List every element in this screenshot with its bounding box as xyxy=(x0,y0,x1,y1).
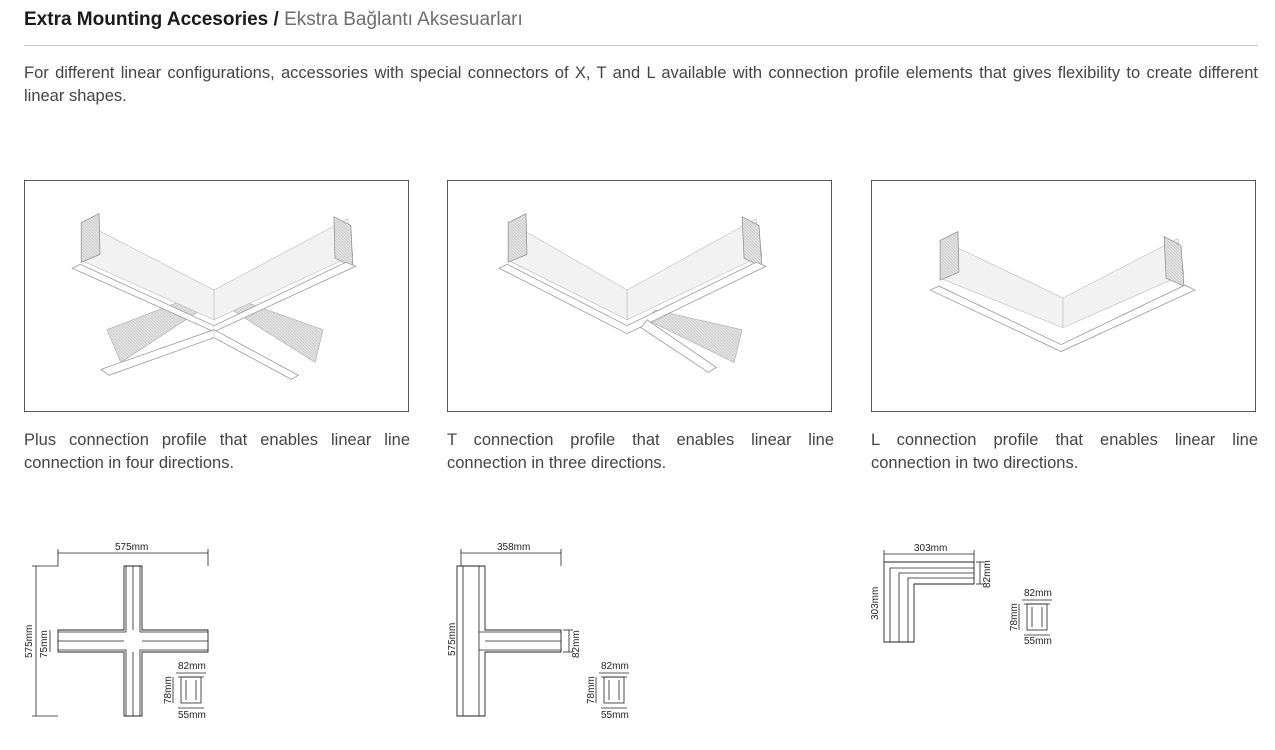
t-section-height-label: 78mm xyxy=(586,676,597,704)
t-section-top-label: 82mm xyxy=(601,661,629,672)
l-connector-image xyxy=(871,180,1256,412)
l-height-label: 303mm xyxy=(870,587,881,620)
plus-profile-label: 75mm xyxy=(39,630,50,658)
page-title: Extra Mounting Accesories / Ekstra Bağla… xyxy=(24,8,523,32)
l-width-label: 303mm xyxy=(914,543,947,554)
plus-width-label: 575mm xyxy=(115,542,148,553)
plus-connector-image xyxy=(24,180,409,412)
l-caption: L connection profile that enables linear… xyxy=(871,431,1258,472)
l-section-top-label: 82mm xyxy=(1024,588,1052,599)
l-section-height-label: 78mm xyxy=(1009,603,1020,631)
plus-section-height-label: 78mm xyxy=(163,676,174,704)
plus-caption: Plus connection profile that enables lin… xyxy=(24,431,410,472)
t-dimension-drawing: 358mm 575mm 82mm 82mm 78mm 55mm xyxy=(443,538,643,723)
title-english: Extra Mounting Accesories / xyxy=(24,9,279,30)
intro-paragraph: For different linear configurations, acc… xyxy=(24,64,1258,105)
title-turkish: Ekstra Bağlantı Aksesuarları xyxy=(284,9,523,30)
l-section-bottom-label: 55mm xyxy=(1024,636,1052,647)
plus-dimension-drawing: 575mm 575mm 75mm 82mm 78mm 55mm xyxy=(20,538,220,723)
t-caption: T connection profile that enables linear… xyxy=(447,431,834,472)
l-dimension-drawing: 303mm 303mm 82mm 82mm 78mm 55mm xyxy=(866,538,1066,648)
t-profile-label: 82mm xyxy=(571,630,582,658)
title-divider xyxy=(24,45,1258,46)
plus-section-top-label: 82mm xyxy=(178,661,206,672)
t-section-bottom-label: 55mm xyxy=(601,710,629,721)
plus-height-label: 575mm xyxy=(24,625,35,658)
t-height-label: 575mm xyxy=(447,623,458,656)
t-width-label: 358mm xyxy=(497,542,530,553)
l-profile-label: 82mm xyxy=(982,560,993,588)
t-connector-image xyxy=(447,180,832,412)
plus-section-bottom-label: 55mm xyxy=(178,710,206,721)
